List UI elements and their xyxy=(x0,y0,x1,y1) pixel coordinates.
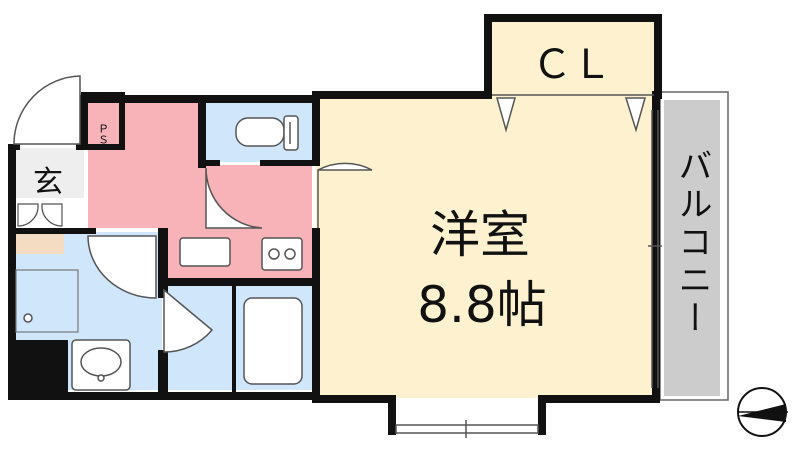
washbasin-icon xyxy=(71,339,131,391)
closet-area xyxy=(490,20,655,95)
balcony-area xyxy=(664,100,720,396)
entrance-door xyxy=(13,75,81,145)
entrance-area xyxy=(16,148,84,198)
toilet-door xyxy=(205,167,263,229)
western-room-size: 8.8帖 xyxy=(417,276,547,334)
closet-label: ＣＬ xyxy=(532,42,612,88)
kitchen-area xyxy=(88,100,200,228)
washer-drain xyxy=(23,313,33,323)
bathtub-icon xyxy=(243,297,303,385)
western-room-area xyxy=(316,95,656,398)
closet-doors xyxy=(492,94,654,133)
shoe-shelf xyxy=(16,234,64,254)
balcony-window xyxy=(648,110,662,388)
main-room-door xyxy=(317,162,373,228)
bathroom-door xyxy=(163,288,214,353)
western-room-label: 洋室 xyxy=(430,206,530,264)
shoe-cabinet xyxy=(17,203,63,227)
washroom-door xyxy=(87,235,157,299)
doors xyxy=(13,75,373,353)
entrance-label: 玄 xyxy=(33,165,63,200)
balcony-label: バルコニー xyxy=(672,148,712,338)
toilet-icon xyxy=(235,115,299,151)
bay-window xyxy=(395,420,539,438)
pipe-space-label: ＰＳ xyxy=(97,123,110,145)
north-arrow-icon xyxy=(737,387,788,437)
stove-icon xyxy=(261,237,303,271)
sink-icon xyxy=(179,237,231,267)
walls xyxy=(8,14,662,435)
washer-pan xyxy=(15,269,79,333)
